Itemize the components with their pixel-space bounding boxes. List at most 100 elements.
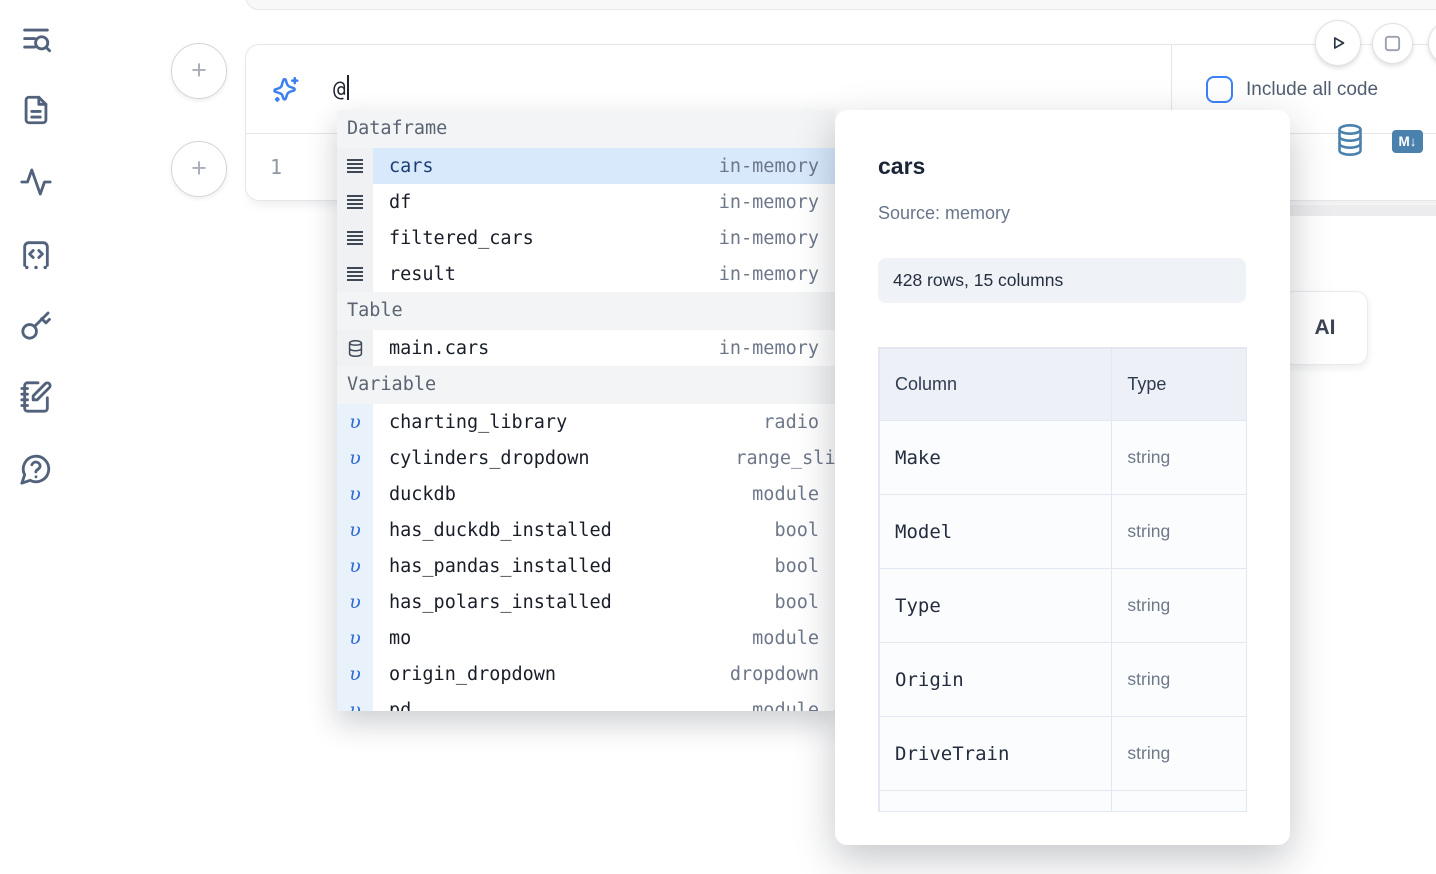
code-snippets-icon[interactable] — [19, 237, 53, 271]
schema-column-name: Origin — [879, 642, 1113, 717]
item-kind-gutter — [337, 220, 373, 256]
item-kind-gutter: υ — [337, 548, 373, 584]
autocomplete-section-header: Dataframe — [337, 110, 835, 148]
add-cell-button-bottom[interactable]: + — [171, 141, 227, 197]
database-icon[interactable] — [1336, 123, 1364, 157]
item-type: module — [752, 483, 819, 505]
key-icon[interactable] — [19, 308, 53, 342]
list-search-icon[interactable] — [19, 23, 53, 57]
schema-column-type: string — [1111, 420, 1246, 495]
schema-header-column: Column — [879, 348, 1113, 421]
item-kind-gutter: υ — [337, 512, 373, 548]
variable-icon: υ — [349, 410, 361, 433]
previous-cell-edge — [245, 0, 1436, 10]
item-type: in-memory — [718, 337, 819, 359]
dataframe-preview-panel: cars Source: memory 428 rows, 15 columns… — [835, 110, 1290, 845]
item-kind-gutter: υ — [337, 476, 373, 512]
markdown-icon[interactable]: M↓ — [1392, 130, 1423, 153]
autocomplete-item-filtered_cars[interactable]: filtered_cars in-memory — [337, 220, 835, 256]
item-name: has_duckdb_installed — [389, 519, 612, 541]
item-name: mo — [389, 627, 412, 649]
schema-column-name: Make — [879, 420, 1113, 495]
run-button[interactable] — [1315, 20, 1361, 66]
variable-icon: υ — [349, 446, 361, 469]
schema-row-partial — [879, 790, 1246, 811]
item-name: df — [389, 191, 412, 213]
item-kind-gutter: υ — [337, 656, 373, 692]
activity-icon[interactable] — [19, 165, 53, 199]
ai-generate-button[interactable]: AI — [1282, 291, 1368, 365]
rows-icon — [347, 231, 363, 245]
autocomplete-item-df[interactable]: df in-memory — [337, 184, 835, 220]
item-kind-gutter — [337, 256, 373, 292]
schema-column-name: DriveTrain — [879, 716, 1113, 791]
item-kind-gutter — [337, 330, 373, 366]
play-icon — [1333, 37, 1345, 49]
autocomplete-section-header: Variable — [337, 366, 835, 404]
sidebar — [0, 0, 72, 874]
schema-column-type: string — [1111, 642, 1246, 717]
schema-column-type: string — [1111, 716, 1246, 791]
sparkles-icon — [271, 75, 301, 105]
scratchpad-icon[interactable] — [19, 380, 53, 414]
text-caret — [347, 75, 350, 100]
stop-icon — [1384, 35, 1401, 52]
item-type: bool — [774, 555, 819, 577]
rows-icon — [347, 195, 363, 209]
schema-column-name: Model — [879, 494, 1113, 569]
file-document-icon[interactable] — [19, 93, 53, 127]
rows-icon — [347, 267, 363, 281]
schema-column-type: string — [1111, 568, 1246, 643]
help-icon[interactable] — [19, 452, 53, 486]
item-name: origin_dropdown — [389, 663, 557, 685]
include-all-code-checkbox[interactable] — [1206, 76, 1233, 103]
variable-icon: υ — [349, 698, 361, 711]
variable-icon: υ — [349, 626, 361, 649]
code-editor-row[interactable]: 1 — [246, 135, 1436, 201]
item-kind-gutter: υ — [337, 404, 373, 440]
variable-icon: υ — [349, 590, 361, 613]
divider — [1171, 45, 1172, 134]
item-type: in-memory — [718, 191, 819, 213]
variable-icon: υ — [349, 482, 361, 505]
schema-header-type: Type — [1111, 348, 1246, 421]
stop-button[interactable] — [1372, 23, 1413, 64]
item-name: filtered_cars — [389, 227, 534, 249]
variable-icon: υ — [349, 554, 361, 577]
item-name: has_pandas_installed — [389, 555, 612, 577]
item-type: in-memory — [718, 155, 819, 177]
item-kind-gutter: υ — [337, 692, 373, 711]
item-type: bool — [774, 591, 819, 613]
item-type: module — [752, 699, 819, 712]
item-kind-gutter: υ — [337, 584, 373, 620]
variable-icon: υ — [349, 662, 361, 685]
autocomplete-section-header: Table — [337, 292, 835, 330]
schema-column-type: string — [1111, 494, 1246, 569]
item-type: module — [752, 627, 819, 649]
prompt-value: @ — [333, 75, 350, 101]
autocomplete-item-has_pandas_installed[interactable]: υ has_pandas_installed bool — [337, 548, 835, 584]
include-all-code-label: Include all code — [1246, 78, 1379, 100]
item-name: charting_library — [389, 411, 568, 433]
item-type: in-memory — [718, 227, 819, 249]
autocomplete-item-mo[interactable]: υ mo module — [337, 620, 835, 656]
schema-column-name: Type — [879, 568, 1113, 643]
add-cell-button-top[interactable]: + — [171, 43, 227, 99]
item-kind-gutter: υ — [337, 620, 373, 656]
